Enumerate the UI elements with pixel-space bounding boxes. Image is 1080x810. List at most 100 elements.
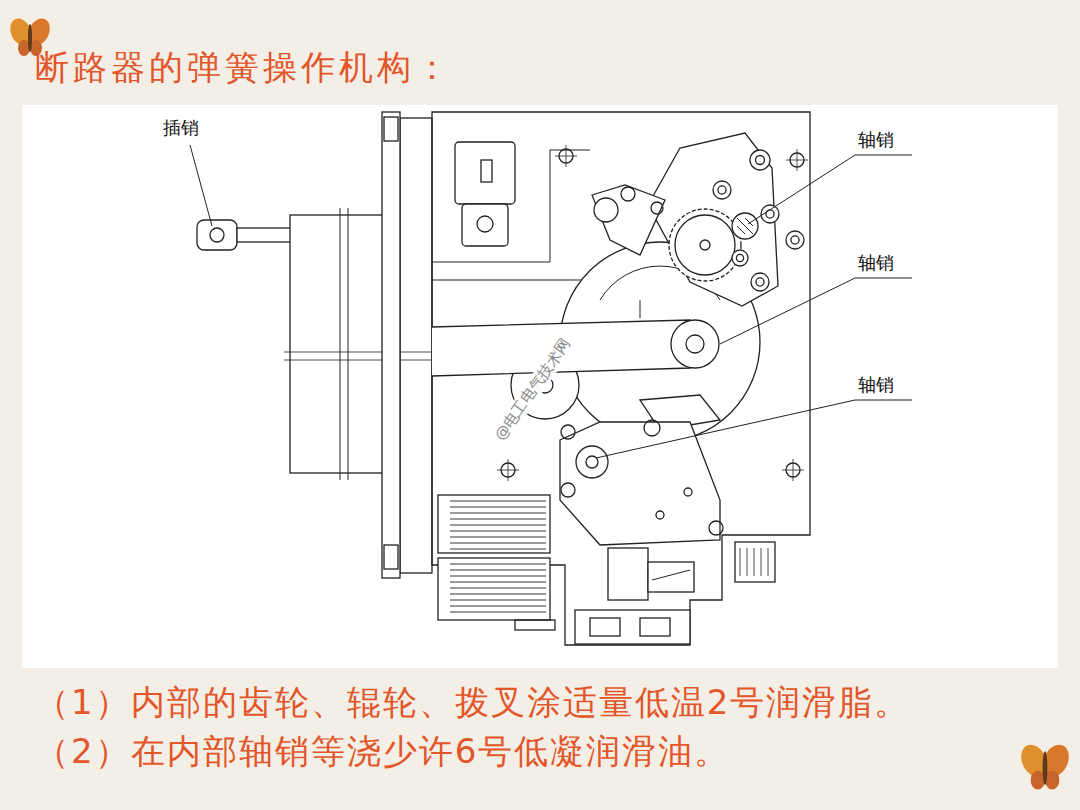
axle-hatch [737,226,745,234]
lever-pin [644,420,660,436]
aux-switch-line [754,548,755,576]
lever-hole [684,488,692,496]
fin [450,594,546,595]
lever-pin [561,425,575,439]
fin [450,588,546,589]
terminal-block [438,495,550,553]
switch-body [608,548,648,600]
gear-assembly [648,133,804,306]
switch-terminal [640,618,670,636]
fin [450,531,546,532]
roller [751,273,769,291]
part-label: 轴销 [858,130,894,151]
lever-hole [656,511,664,519]
cylinder-wall [348,208,349,480]
aux-switch-line [747,548,748,576]
pawl [592,185,665,255]
terminal-block [438,558,550,620]
roller [732,250,748,266]
leader-line [596,400,912,458]
fin [450,576,546,577]
solenoid-base [462,204,508,246]
left-lever [592,185,665,255]
micro-switches [575,542,775,644]
bolt [384,117,398,141]
switch-lever [652,570,690,580]
switch-terminal [590,618,620,636]
fin [450,549,546,550]
axle-pin [732,213,758,239]
roller [750,150,770,170]
lever-pin [709,521,723,535]
slide-title: 断路器的弹簧操作机构： [35,48,453,87]
leader-line [720,278,912,344]
solenoid-coil [455,142,515,204]
fin [450,570,546,571]
aux-switch-line [761,548,762,576]
cylinder-body [290,215,385,473]
leaders [190,145,912,458]
pin-hole [210,228,224,242]
roller-hub [791,236,799,244]
mounting-hole-cross [566,145,567,167]
butterfly-body [28,24,32,52]
fin [450,582,546,583]
part-label: 轴销 [858,253,894,274]
pawl-pivot [594,198,618,222]
fin [450,606,546,607]
lever-pin [561,483,575,497]
note-text: （2）在内部轴销等浇少许6号低凝润滑油。 [35,732,730,771]
part-label: 轴销 [858,375,894,396]
mounting-hole-cross [793,459,794,481]
mounting-hole-cross [797,149,798,171]
gear-body [675,215,735,275]
lower-lever [560,420,723,545]
roller-hub [756,156,765,165]
note-text: （1）内部的齿轮、辊轮、拨叉涂适量低温2号润滑脂。 [35,683,910,722]
solenoid-core [481,160,492,182]
pawl-pin [621,187,635,201]
switch-mount [575,610,690,644]
fin [450,525,546,526]
roller [786,231,804,249]
terminal-blocks [438,495,555,630]
center-line [284,352,432,353]
solenoid-plunger [477,216,493,232]
leader-line [190,145,212,226]
part-label: 插销 [163,118,199,139]
leader-line [748,155,912,224]
switch-head [648,562,694,592]
fin [450,537,546,538]
lever-plate [648,133,778,306]
fin [450,543,546,544]
fin [450,612,546,613]
gear-outer [669,209,741,281]
fin [450,600,546,601]
fin [450,501,546,502]
cylinder [284,208,432,480]
cylinder-wall [340,208,341,480]
flange [382,112,432,578]
fin [450,519,546,520]
aux-switch [735,542,775,582]
pin-eye [197,220,237,250]
flange-side [400,118,432,573]
roller-hub [718,186,726,194]
flange-plate [382,112,400,578]
lever-pivot [576,446,608,478]
crank-boss [671,320,719,368]
aux-switch-line [768,548,769,576]
butterfly-body [1043,751,1048,785]
pin-rod [237,228,292,242]
gear-hub [700,240,710,250]
fin [450,564,546,565]
main-plate [432,112,810,645]
fin [450,513,546,514]
center-line [284,360,432,361]
aux-switch-line [740,548,741,576]
mounting-hole-cross [508,459,509,481]
bolt [384,545,398,569]
